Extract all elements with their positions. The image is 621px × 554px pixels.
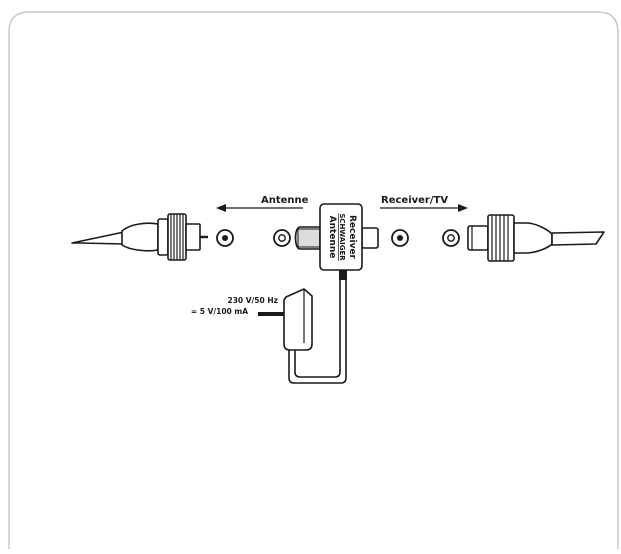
amplifier-unit <box>294 203 379 280</box>
amplifier-output-socket <box>391 229 409 247</box>
receiver-socket <box>442 229 460 247</box>
left-plug-strain-relief <box>121 222 159 252</box>
receiver-arrow <box>380 204 468 212</box>
frame-border <box>8 11 619 549</box>
left-coax-plug <box>71 213 208 261</box>
left-plug-ferrule <box>185 223 201 251</box>
power-adapter-prong <box>258 312 284 316</box>
amplifier-right-port <box>361 227 379 249</box>
right-cable <box>551 231 605 246</box>
amplifier-cable-outlet <box>339 270 347 280</box>
power-spec-line2: = 5 V/100 mA <box>191 307 248 316</box>
right-coax-plug <box>467 214 605 262</box>
amplifier-labels: Antenne SCHWAIGER Receiver <box>327 213 357 261</box>
left-cable <box>71 231 125 245</box>
receiver-tv-label: Receiver/TV <box>381 195 448 206</box>
amplifier-label-antenne: Antenne <box>327 216 337 259</box>
left-plug-body <box>157 218 169 256</box>
amplifier-label-receiver: Receiver <box>347 215 357 260</box>
left-plug-socket <box>216 229 234 247</box>
right-plug-ferrule <box>467 225 489 251</box>
right-plug-strain-relief <box>513 222 553 254</box>
antenne-arrow <box>216 204 303 212</box>
amplifier-brand: SCHWAIGER <box>338 213 346 261</box>
power-adapter-body <box>283 288 313 351</box>
power-cable <box>288 280 347 384</box>
amplifier-left-port <box>294 226 321 250</box>
power-spec-line1: 230 V/50 Hz <box>227 296 278 305</box>
power-adapter <box>258 288 313 351</box>
amplifier-input-socket <box>273 229 291 247</box>
antenne-label: Antenne <box>261 195 309 206</box>
